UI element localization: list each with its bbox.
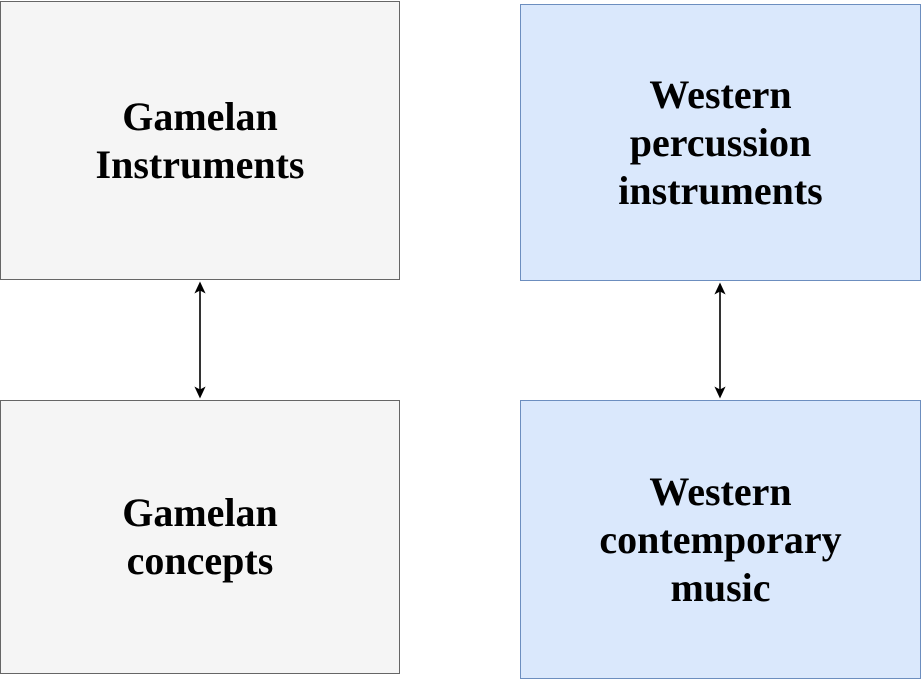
arrowhead-up-icon	[194, 281, 206, 294]
node-gamelan-instruments: Gamelan Instruments	[0, 1, 400, 280]
node-western-contemporary-music-label: Western contemporary music	[599, 468, 842, 610]
node-western-percussion-instruments-label: Western percussion instruments	[618, 71, 823, 213]
arrowhead-up-icon	[714, 282, 726, 295]
node-gamelan-concepts: Gamelan concepts	[0, 400, 400, 674]
arrowhead-down-icon	[714, 386, 726, 399]
right-double-arrow-connector	[714, 282, 726, 399]
node-gamelan-concepts-label: Gamelan concepts	[122, 490, 278, 583]
arrowhead-down-icon	[194, 386, 206, 399]
node-western-contemporary-music: Western contemporary music	[520, 400, 921, 679]
node-gamelan-instruments-label: Gamelan Instruments	[95, 93, 305, 187]
left-double-arrow-connector	[194, 281, 206, 399]
node-western-percussion-instruments: Western percussion instruments	[520, 4, 921, 281]
